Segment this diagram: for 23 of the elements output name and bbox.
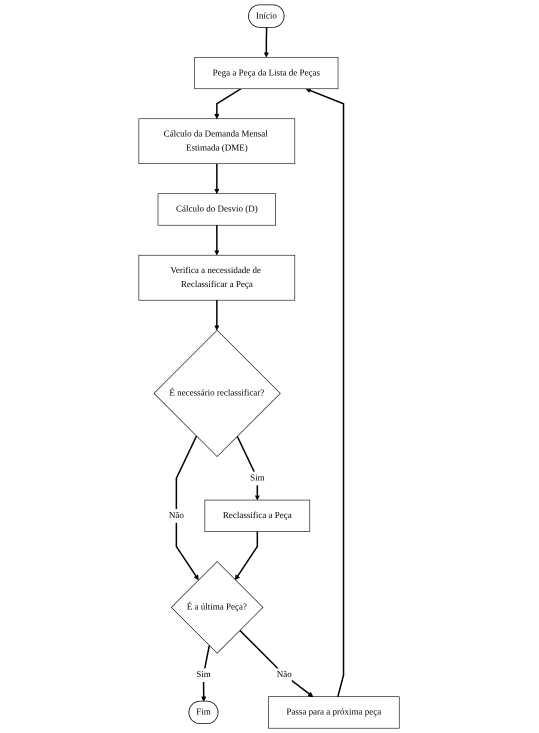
edge-label: Sim bbox=[196, 670, 212, 680]
node-box: Verifica a necessidade de Reclassificar a Peça bbox=[139, 254, 296, 300]
node-box: Cálculo da Demanda Mensal Estimada (DME) bbox=[139, 118, 296, 164]
arrow bbox=[214, 164, 220, 194]
arrow bbox=[176, 436, 200, 580]
arrow bbox=[214, 225, 220, 256]
arrow bbox=[202, 646, 210, 702]
arrow bbox=[306, 88, 345, 697]
node-diamond: É necessário reclassificar? bbox=[154, 330, 282, 457]
arrow bbox=[235, 532, 258, 580]
arrow bbox=[214, 300, 220, 330]
arrow bbox=[214, 88, 242, 119]
node-box: Passa para a próxima peça bbox=[268, 696, 400, 728]
edge-label: Sim bbox=[250, 473, 266, 483]
node-box: Pega a Peça da Lista de Peças bbox=[194, 56, 339, 90]
node-box: Cálculo do Desvio (D) bbox=[158, 193, 276, 226]
arrow bbox=[237, 436, 260, 500]
edge-label: Não bbox=[169, 510, 184, 520]
edge-label: Não bbox=[277, 670, 292, 680]
arrow bbox=[240, 630, 314, 697]
node-diamond: É a última Peça? bbox=[171, 561, 264, 654]
node-box: Reclassifica a Peça bbox=[204, 500, 311, 532]
arrow bbox=[264, 28, 270, 58]
